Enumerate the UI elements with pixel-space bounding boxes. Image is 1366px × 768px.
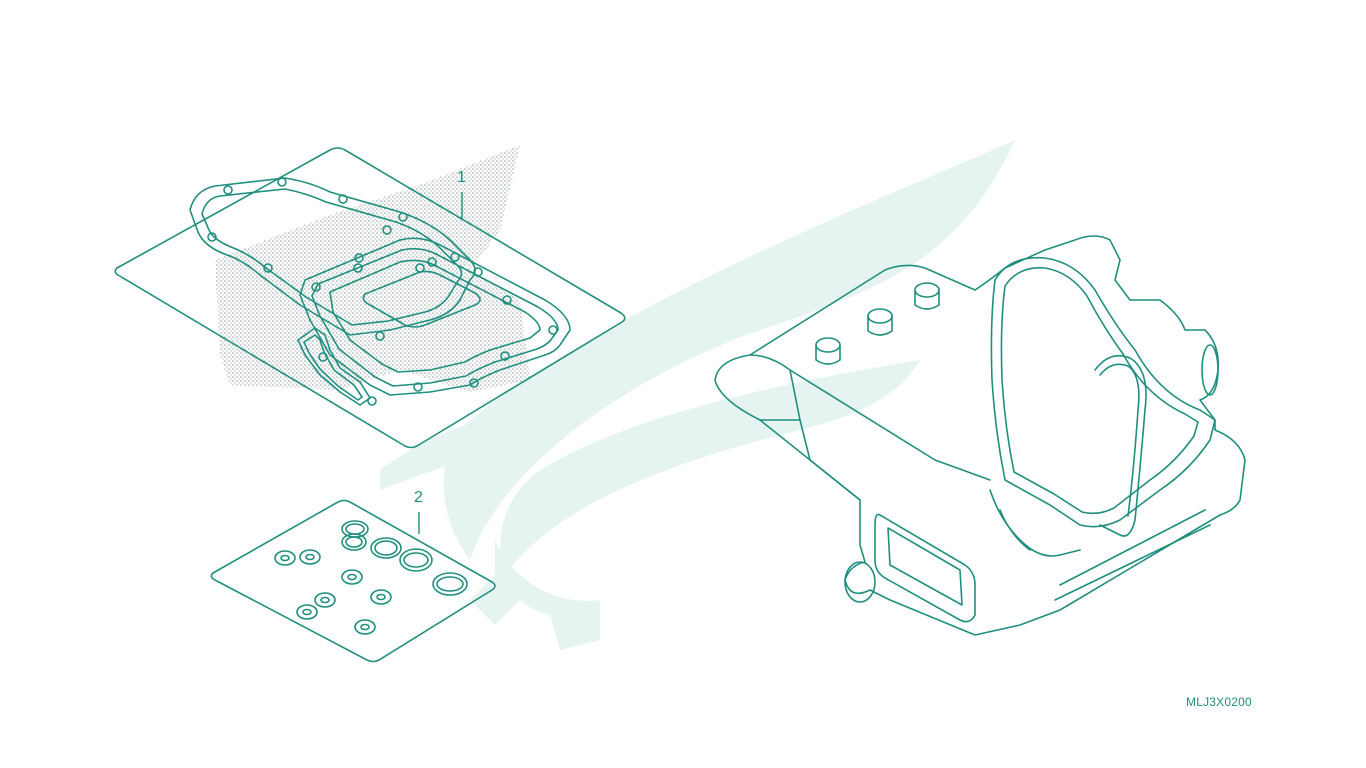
engine-block bbox=[714, 235, 1246, 636]
o-ring-sheet-2 bbox=[210, 499, 496, 663]
callout-label-2: 2 bbox=[414, 489, 423, 506]
diagram-code-label: MLJ3X0200 bbox=[1186, 695, 1252, 709]
callout-leaders bbox=[418, 192, 463, 534]
callout-label-1: 1 bbox=[457, 169, 466, 186]
gasket-sheet-1 bbox=[114, 147, 626, 449]
gasket-sheet-shadow bbox=[215, 145, 530, 392]
wing-gear-logo-icon bbox=[380, 140, 1015, 650]
